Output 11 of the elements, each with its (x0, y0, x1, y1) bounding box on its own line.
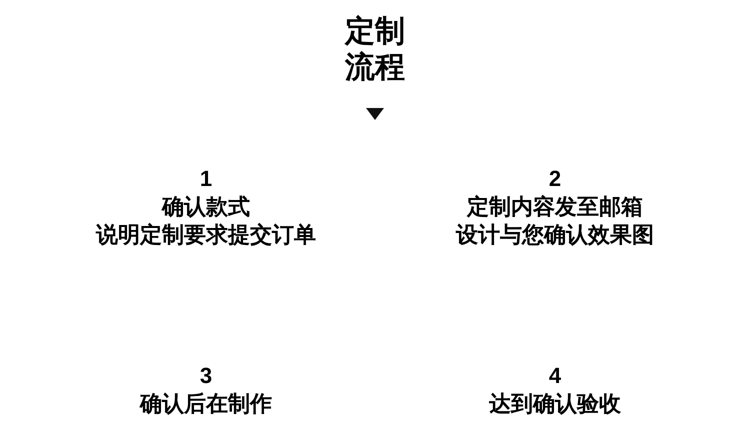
step-description: 说明定制要求提交订单 (96, 221, 316, 249)
step-number: 3 (200, 362, 212, 390)
title: 定制流程 (344, 14, 406, 86)
step-number: 4 (548, 362, 562, 390)
step-title: 确认后在制作 (140, 390, 272, 418)
step-title: 定制内容发至邮箱 (467, 193, 643, 221)
step-number: 2 (548, 165, 562, 193)
step-title: 达到确认验收 (489, 390, 621, 418)
step-title: 确认款式 (162, 193, 250, 221)
step-number: 1 (200, 165, 212, 193)
step-description: 设计与您确认效果图 (456, 221, 654, 249)
